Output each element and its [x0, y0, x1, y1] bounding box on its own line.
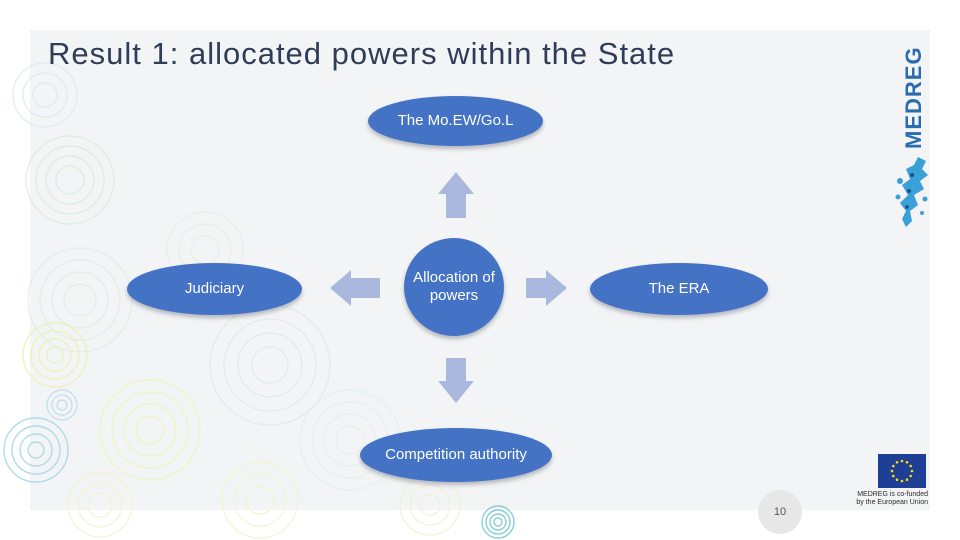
arrow-right-icon: [526, 270, 567, 306]
node-judiciary: Judiciary: [127, 263, 302, 315]
slide-title: Result 1: allocated powers within the St…: [48, 36, 676, 71]
arrow-down-icon: [438, 358, 474, 403]
node-ministry: The Mo.EW/Go.L: [368, 96, 543, 146]
eu-funding-caption: MEDREG is co-funded by the European Unio…: [856, 491, 928, 506]
node-allocation-of-powers: Allocation of powers: [404, 238, 504, 336]
page-number: 10: [758, 490, 802, 534]
medreg-logo-text: MEDREG: [901, 46, 926, 149]
node-era: The ERA: [590, 263, 768, 315]
medreg-logo: MEDREG: [901, 46, 926, 149]
arrow-left-icon: [330, 270, 380, 306]
eu-flag-icon: [878, 454, 926, 488]
node-competition-authority: Competition authority: [360, 428, 552, 482]
medreg-map-icon: [895, 157, 928, 227]
arrow-up-icon: [438, 172, 474, 218]
